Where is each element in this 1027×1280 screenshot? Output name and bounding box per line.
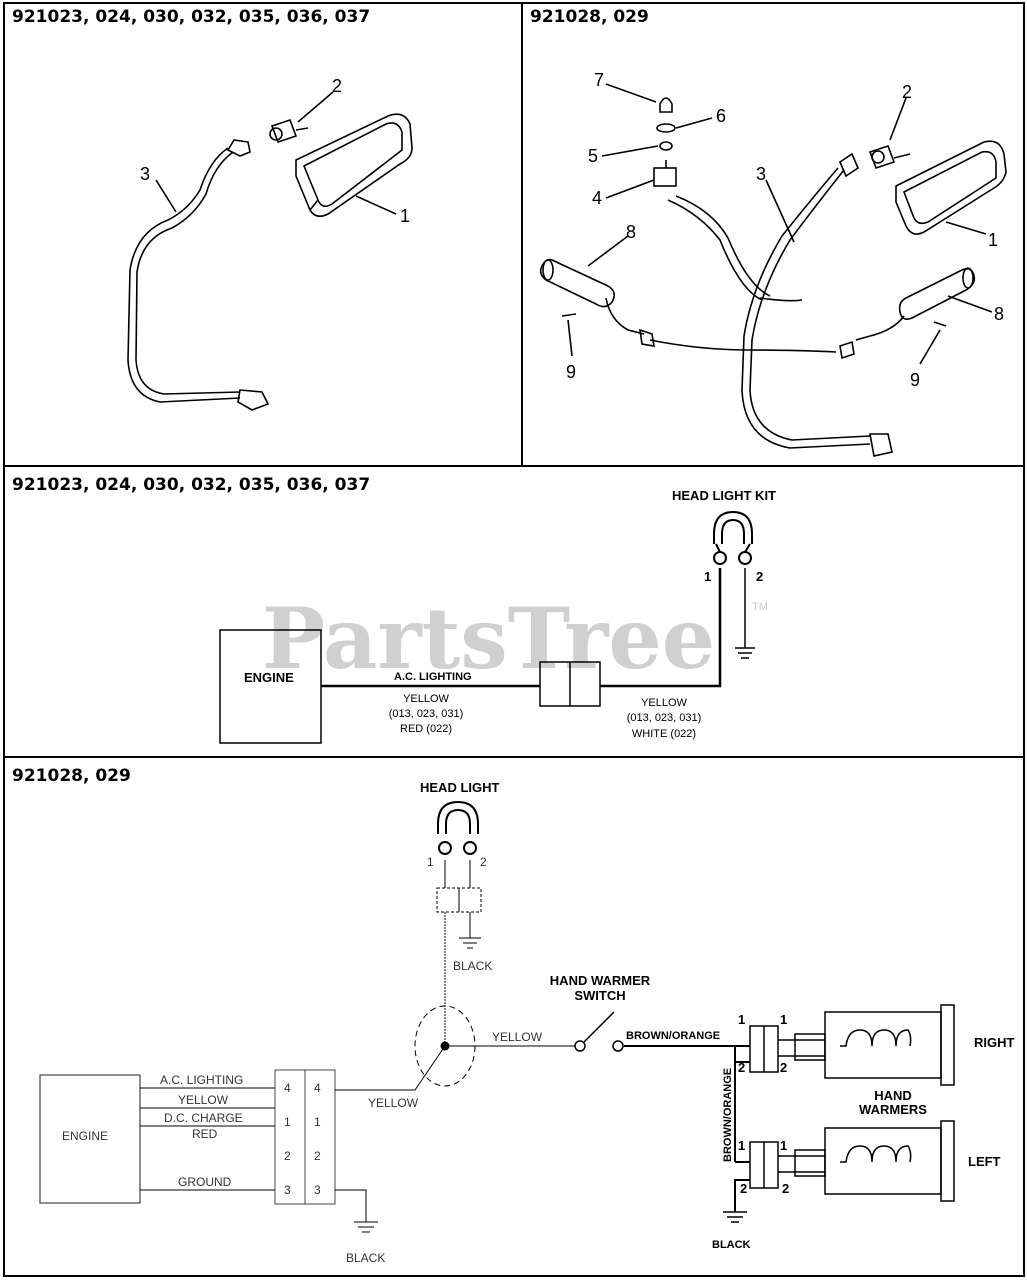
- brown-orange-vertical-label: BROWN/ORANGE: [722, 1068, 734, 1162]
- middle-header: 921023, 024, 030, 032, 035, 036, 037: [12, 475, 370, 495]
- red-label: RED: [192, 1127, 218, 1141]
- brown-orange-label: BROWN/ORANGE: [626, 1030, 720, 1042]
- engine-box-bottom: [39, 1074, 141, 1204]
- pin-1-bottom-headlight: 1: [427, 855, 434, 869]
- callout-3-left: 3: [140, 164, 150, 184]
- pin-2-middle: 2: [756, 569, 763, 584]
- wire-harness-icon: [127, 139, 270, 411]
- wire-harness-right-icon: [649, 152, 893, 457]
- connector-pin-4b: 4: [314, 1081, 321, 1095]
- panel-borders: [3, 2, 1025, 1277]
- pin-1-right-b: 1: [780, 1012, 787, 1027]
- bottom-wiring: [39, 800, 955, 1233]
- pin-2-left-b: 2: [782, 1181, 789, 1196]
- ac-lighting-label-middle: A.C. LIGHTING: [394, 671, 472, 683]
- dc-charge-label: D.C. CHARGE: [164, 1111, 243, 1125]
- wire-left-line3: RED (022): [400, 723, 452, 735]
- callout-4: 4: [592, 188, 602, 208]
- pin-1-left-a: 1: [738, 1138, 745, 1153]
- connector-pin-4a: 4: [284, 1081, 291, 1095]
- connector-pin-1a: 1: [284, 1115, 291, 1129]
- right-hand-warmer-icon: [824, 1004, 955, 1086]
- headlight-housing-icon: [295, 113, 413, 218]
- middle-wiring: [219, 510, 755, 744]
- wire-right-line2: (013, 023, 031): [627, 712, 702, 724]
- wire-right-line1: YELLOW: [641, 697, 687, 709]
- switch-title-line1: HAND WARMER: [550, 973, 651, 988]
- head-light-bulb-symbol-icon: [437, 800, 479, 855]
- pin-2-right-b: 2: [780, 1060, 787, 1075]
- black-label-bottom: BLACK: [346, 1251, 385, 1265]
- callout-7: 7: [594, 70, 604, 90]
- hand-warmers-line1: HAND: [874, 1088, 912, 1103]
- ac-lighting-label-bottom: A.C. LIGHTING: [160, 1073, 243, 1087]
- pin-2-left-a: 2: [740, 1181, 747, 1196]
- top-left-drawing: [127, 91, 413, 411]
- headlight-bulb-symbol-icon: [713, 510, 753, 565]
- left-hand-warmer-icon: [824, 1120, 955, 1202]
- connector-pin-3a: 3: [284, 1183, 291, 1197]
- pin-2-right-a: 2: [738, 1060, 745, 1075]
- bulb-right-icon: [868, 144, 911, 170]
- wire-left-line2: (013, 023, 031): [389, 708, 464, 720]
- bottom-header: 921028, 029: [12, 766, 131, 786]
- head-light-title: HEAD LIGHT: [420, 780, 500, 795]
- pin-1-middle: 1: [704, 569, 711, 584]
- black-label-right: BLACK: [712, 1239, 751, 1251]
- hand-warmer-switch-icon: [574, 1011, 624, 1052]
- pin-1-right-a: 1: [738, 1012, 745, 1027]
- left-label: LEFT: [968, 1154, 1001, 1169]
- connector-pin-2b: 2: [314, 1149, 321, 1163]
- hand-warmers-line2: WARMERS: [859, 1102, 927, 1117]
- connector-pin-2a: 2: [284, 1149, 291, 1163]
- callout-8-left: 8: [626, 222, 636, 242]
- watermark-tm: TM: [752, 601, 768, 613]
- wire-left-line1: YELLOW: [403, 693, 449, 705]
- switch-title-line2: SWITCH: [574, 988, 625, 1003]
- watermark: PartsTree: [262, 589, 715, 688]
- engine-label-bottom: ENGINE: [62, 1129, 108, 1143]
- ground-label: GROUND: [178, 1175, 232, 1189]
- headlight-housing-right-icon: [895, 140, 1007, 235]
- handle-tube-left-icon: [539, 258, 655, 347]
- handle-tube-right-icon: [839, 267, 976, 360]
- callout-1-right: 1: [988, 230, 998, 250]
- callout-2-right: 2: [902, 82, 912, 102]
- black-label-top: BLACK: [453, 959, 492, 973]
- connector-pin-3b: 3: [314, 1183, 321, 1197]
- bulb-icon: [269, 118, 309, 144]
- engine-label-middle: ENGINE: [244, 670, 294, 685]
- right-label: RIGHT: [974, 1035, 1015, 1050]
- callout-2-left: 2: [332, 76, 342, 96]
- yellow-label-bottom: YELLOW: [178, 1093, 229, 1107]
- connector-pin-1b: 1: [314, 1115, 321, 1129]
- pin-2-bottom-headlight: 2: [480, 855, 487, 869]
- wire-right-line3: WHITE (022): [632, 728, 696, 740]
- yellow-label-center: YELLOW: [492, 1030, 543, 1044]
- callout-1-left: 1: [400, 206, 410, 226]
- callout-8-right: 8: [994, 304, 1004, 324]
- top-right-header: 921028, 029: [530, 7, 649, 27]
- callout-6: 6: [716, 106, 726, 126]
- switch-parts-icon: [653, 97, 677, 187]
- callout-5: 5: [588, 146, 598, 166]
- yellow-out-label: YELLOW: [368, 1096, 419, 1110]
- callout-3-right: 3: [756, 164, 766, 184]
- callout-9-left: 9: [566, 362, 576, 382]
- callout-9-right: 9: [910, 370, 920, 390]
- top-left-header: 921023, 024, 030, 032, 035, 036, 037: [12, 7, 370, 27]
- top-right-drawing: [539, 83, 1007, 457]
- headlight-kit-title: HEAD LIGHT KIT: [672, 488, 776, 503]
- pin-1-left-b: 1: [780, 1138, 787, 1153]
- ground-symbol-icon: [735, 647, 755, 659]
